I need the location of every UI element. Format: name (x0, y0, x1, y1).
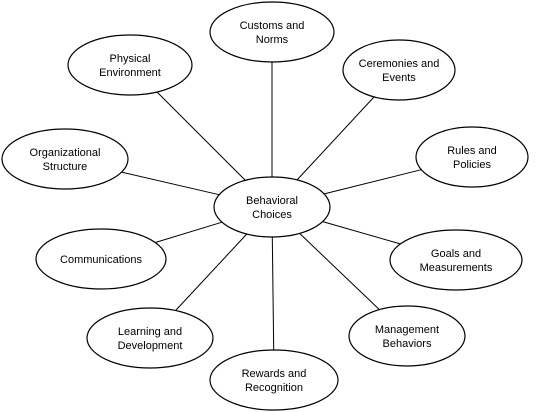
node-behavioral-choices-label-line-1: Behavioral (246, 195, 298, 207)
node-management-behaviors-label-line-2: Behaviors (383, 338, 432, 350)
node-rules-and-policies-label-line-1: Rules and (447, 145, 497, 157)
node-rules-and-policies-label-line-2: Policies (453, 159, 491, 171)
node-customs-and-norms-ellipse (209, 1, 335, 63)
node-goals-and-measurements-label-line-2: Measurements (420, 262, 493, 274)
node-behavioral-choices-label-line-2: Choices (252, 209, 292, 221)
connector-line-rewards-and-recognition (271, 236, 275, 351)
node-rules-and-policies-ellipse (415, 126, 529, 188)
node-communications-ellipse (35, 228, 167, 290)
connector-line-management-behaviors (299, 233, 380, 310)
connector-lines (121, 62, 422, 351)
node-communications-label-line-1: Communications (60, 254, 142, 266)
node-physical-environment-label-line-2: Environment (99, 67, 161, 79)
node-physical-environment-label-line-1: Physical (110, 53, 151, 65)
node-organizational-structure-label-line-2: Structure (43, 161, 88, 173)
connector-line-learning-and-development (175, 233, 248, 311)
node-ceremonies-and-events-ellipse (342, 39, 456, 101)
node-organizational-structure-ellipse (1, 128, 129, 190)
node-customs-and-norms-label-line-2: Norms (256, 34, 289, 46)
connector-line-physical-environment (156, 91, 246, 181)
node-management-behaviors-label-line-1: Management (375, 324, 439, 336)
connector-line-rules-and-policies (324, 169, 422, 195)
node-ceremonies-and-events-label-line-2: Events (382, 72, 416, 84)
node-learning-and-development-label-line-1: Learning and (118, 326, 182, 338)
node-behavioral-choices-ellipse (213, 176, 331, 238)
node-goals-and-measurements-label-line-1: Goals and (431, 248, 481, 260)
node-rewards-and-recognition-label-line-1: Rewards and (242, 368, 307, 380)
node-rewards-and-recognition-ellipse (209, 349, 339, 411)
node-learning-and-development-label-line-2: Development (118, 340, 183, 352)
node-learning-and-development-ellipse (86, 307, 214, 369)
node-organizational-structure-label-line-1: Organizational (30, 147, 101, 159)
connector-line-goals-and-measurements (322, 221, 401, 245)
connector-line-organizational-structure (121, 171, 220, 196)
connector-line-communications (155, 221, 223, 243)
node-ceremonies-and-events-label-line-1: Ceremonies and (359, 58, 440, 70)
connector-line-ceremonies-and-events (296, 96, 375, 181)
node-customs-and-norms-label-line-1: Customs and (240, 20, 305, 32)
node-physical-environment-ellipse (67, 34, 193, 96)
node-management-behaviors-ellipse (348, 305, 466, 367)
node-communications: Communications (35, 228, 167, 290)
node-rewards-and-recognition-label-line-2: Recognition (245, 382, 303, 394)
node-goals-and-measurements-ellipse (389, 229, 523, 291)
